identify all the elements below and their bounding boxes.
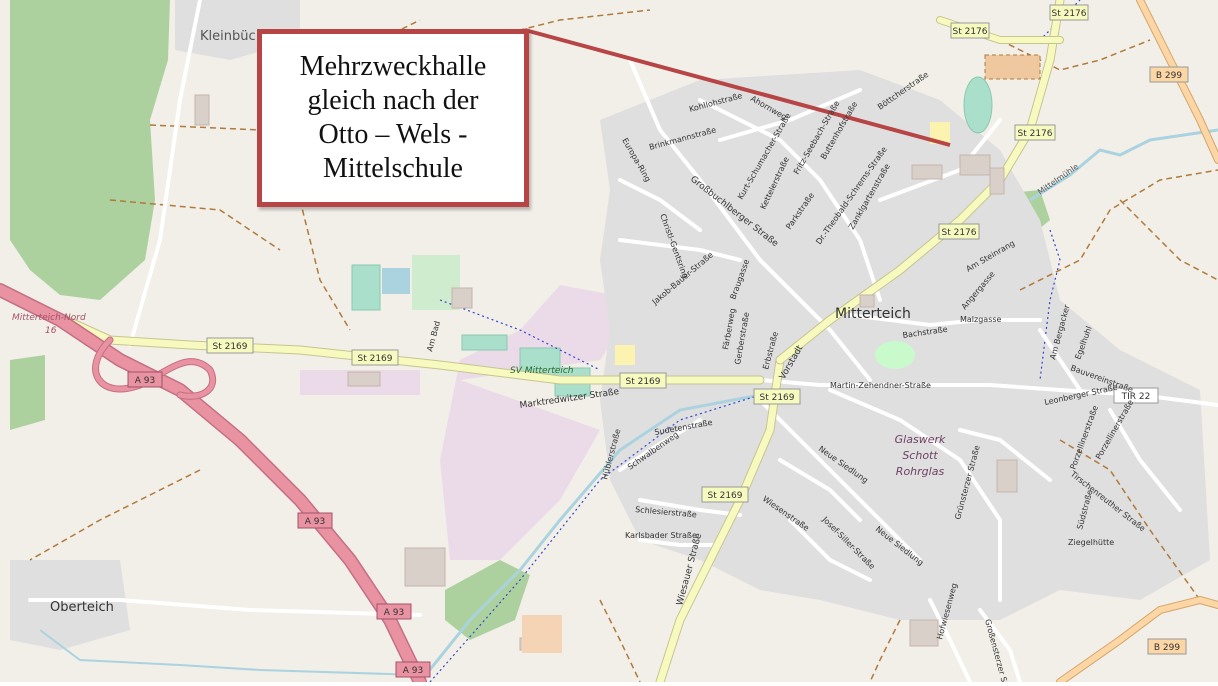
label-glaswerk-3: Rohrglas bbox=[896, 465, 945, 478]
forest-west bbox=[10, 0, 170, 300]
svg-text:St 2169: St 2169 bbox=[759, 393, 794, 403]
svg-text:St 2169: St 2169 bbox=[357, 354, 392, 364]
shield-a93-2: A 93 bbox=[297, 512, 333, 529]
road-shields: St 2176 St 2176 St 2176 St 2176 B 299 B … bbox=[127, 4, 1189, 678]
shield-a93-4: A 93 bbox=[395, 661, 431, 678]
residential-oberteich bbox=[10, 560, 130, 650]
shield-st2176-top-right: St 2176 bbox=[1049, 4, 1089, 21]
building-orange bbox=[984, 54, 1041, 80]
callout-line-4: Mittelschule bbox=[323, 153, 463, 184]
callout-line-3: Otto – Wels - bbox=[318, 119, 468, 150]
minor-roads bbox=[28, 0, 1218, 684]
street-martin: Martin-Zehendner-Straße bbox=[830, 381, 931, 390]
shield-a93-1: A 93 bbox=[127, 371, 163, 388]
svg-text:St 2176: St 2176 bbox=[941, 228, 976, 238]
industrial-south bbox=[440, 285, 640, 560]
school-yellow bbox=[615, 345, 635, 365]
shield-b299-bottom: B 299 bbox=[1147, 638, 1187, 655]
shield-st2176-top: St 2176 bbox=[950, 22, 990, 39]
shield-st2169-south: St 2169 bbox=[701, 486, 749, 503]
svg-text:St 2169: St 2169 bbox=[625, 377, 660, 387]
svg-text:St 2169: St 2169 bbox=[212, 342, 247, 352]
callout-line-1: Mehrzweckhalle bbox=[299, 51, 487, 82]
shield-b299-top: B 299 bbox=[1149, 66, 1189, 83]
label-mitterteich: Mitterteich bbox=[835, 306, 911, 322]
shield-st2169-west: St 2169 bbox=[206, 337, 254, 354]
svg-text:A 93: A 93 bbox=[403, 666, 423, 676]
svg-text:B 299: B 299 bbox=[1156, 71, 1182, 81]
primary-roads bbox=[1056, 0, 1218, 686]
callout-text: Mehrzweckhalle gleich nach der Otto – We… bbox=[300, 50, 487, 186]
school-yellow-2 bbox=[930, 122, 950, 144]
callout-pointer bbox=[524, 28, 951, 147]
pitch-4 bbox=[461, 334, 508, 351]
label-glaswerk-2: Schott bbox=[902, 449, 938, 462]
label-oberteich: Oberteich bbox=[50, 600, 114, 615]
shield-st2169-vorstadt: St 2169 bbox=[753, 388, 801, 405]
farmland-orange bbox=[522, 615, 562, 653]
svg-text:TIR 22: TIR 22 bbox=[1121, 392, 1151, 402]
svg-text:St 2176: St 2176 bbox=[1051, 9, 1086, 19]
shield-st2176-mid: St 2176 bbox=[1014, 124, 1056, 141]
svg-text:A 93: A 93 bbox=[135, 376, 155, 386]
buildings bbox=[194, 94, 1018, 651]
shield-st2169-east: St 2169 bbox=[619, 372, 667, 389]
pool bbox=[382, 268, 410, 294]
shield-tir22: TIR 22 bbox=[1113, 387, 1159, 404]
street-ziegelhuette: Ziegelhütte bbox=[1068, 538, 1114, 547]
forest-west-lower bbox=[10, 355, 45, 430]
motorway-a93 bbox=[0, 283, 427, 686]
shield-a93-3: A 93 bbox=[376, 603, 412, 620]
park bbox=[875, 341, 915, 369]
svg-text:St 2176: St 2176 bbox=[1017, 129, 1052, 139]
callout-line-2: gleich nach der bbox=[307, 85, 479, 116]
label-junction-number: 16 bbox=[45, 326, 57, 336]
svg-text:A 93: A 93 bbox=[384, 608, 404, 618]
label-junction-name: Mitterteich-Nord bbox=[12, 313, 86, 323]
stream-east bbox=[1029, 128, 1218, 202]
label-kleinbuc: Kleinbüc bbox=[200, 29, 256, 44]
street-karlsbader: Karlsbader Straße bbox=[625, 531, 697, 540]
shield-st2169-center: St 2169 bbox=[351, 349, 399, 366]
callout-box: Mehrzweckhalle gleich nach der Otto – We… bbox=[257, 29, 529, 207]
running-track bbox=[963, 76, 993, 134]
svg-text:A 93: A 93 bbox=[305, 517, 325, 527]
svg-text:B 299: B 299 bbox=[1154, 643, 1180, 653]
pitch-1 bbox=[351, 264, 381, 311]
stream-south bbox=[39, 629, 421, 676]
svg-text:St 2169: St 2169 bbox=[707, 491, 742, 501]
stream-central bbox=[418, 393, 761, 683]
svg-text:St 2176: St 2176 bbox=[952, 27, 987, 37]
shield-st2176-lower: St 2176 bbox=[938, 223, 980, 240]
street-malzgasse: Malzgasse bbox=[960, 315, 1002, 324]
label-sv-mitterteich: SV Mitterteich bbox=[510, 366, 574, 376]
label-glaswerk-1: Glaswerk bbox=[895, 433, 946, 446]
